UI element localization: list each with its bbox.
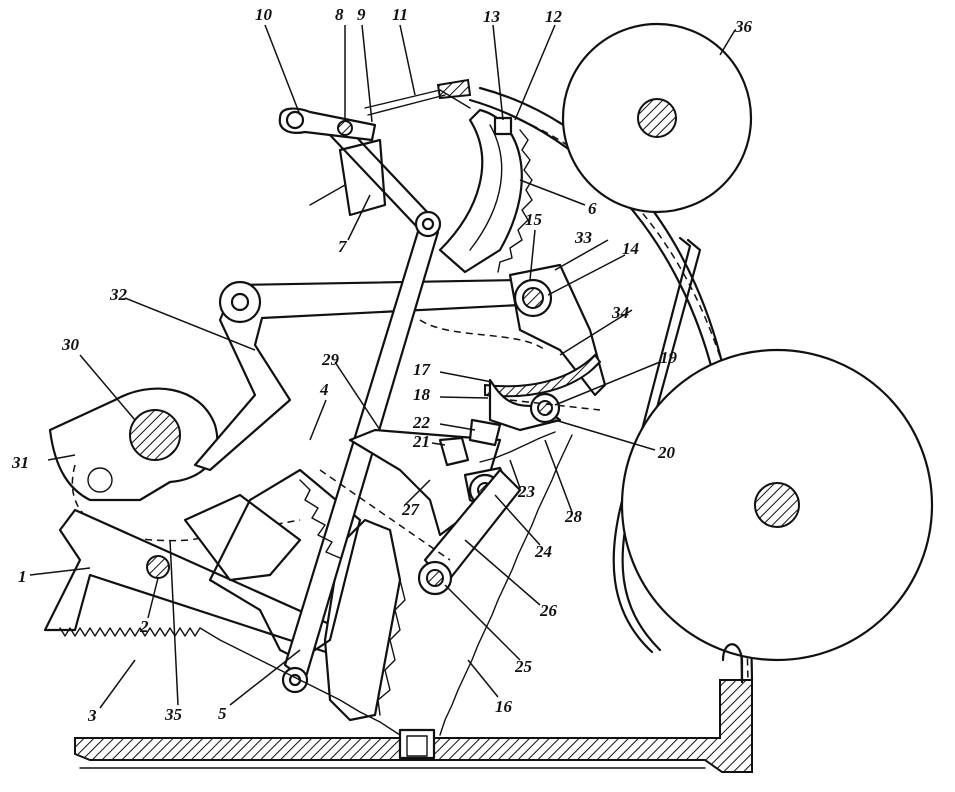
label-28: 28 [564,507,583,526]
label-3: 3 [87,706,97,725]
label-34: 34 [611,303,629,322]
top-arm [278,89,471,142]
label-32: 32 [109,285,128,304]
label-10: 10 [255,5,273,24]
label-19: 19 [660,348,678,367]
label-35: 35 [164,705,183,724]
rack-plate [208,468,406,722]
label-24: 24 [534,542,552,561]
label-13: 13 [483,7,501,26]
label-22: 22 [412,413,431,432]
label-18: 18 [413,385,431,404]
label-23: 23 [517,482,536,501]
label-27: 27 [401,500,421,519]
label-15: 15 [525,210,543,229]
base-frame [74,679,753,773]
lever-1 [43,493,367,662]
label-1: 1 [18,567,27,586]
link-26 [319,468,522,596]
label-36: 36 [734,17,753,36]
label-29: 29 [321,350,340,369]
label-25: 25 [514,657,533,676]
label-5: 5 [218,704,227,723]
leader-lines [29,24,736,709]
label-20: 20 [657,443,676,462]
label-14: 14 [622,239,639,258]
label-6: 6 [588,199,597,218]
pawl-unit [419,263,607,398]
label-30: 30 [61,335,80,354]
roller-36 [561,22,753,214]
link-bars [281,123,442,694]
part-labels: 1 2 3 4 5 6 7 8 9 10 11 12 13 14 15 16 1… [11,5,753,725]
springs [59,434,573,736]
label-7: 7 [338,237,348,256]
label-21: 21 [412,432,430,451]
label-9: 9 [357,5,366,24]
label-2: 2 [139,617,149,636]
label-11: 11 [392,5,408,24]
label-31: 31 [11,453,29,472]
label-8: 8 [335,5,344,24]
label-17: 17 [413,360,432,379]
lower-roller [620,348,934,684]
segment-6 [438,108,533,274]
label-4: 4 [319,380,329,399]
label-26: 26 [539,601,558,620]
label-12: 12 [545,7,563,26]
mid-levers [348,378,601,537]
label-33: 33 [574,228,593,247]
label-16: 16 [495,697,513,716]
